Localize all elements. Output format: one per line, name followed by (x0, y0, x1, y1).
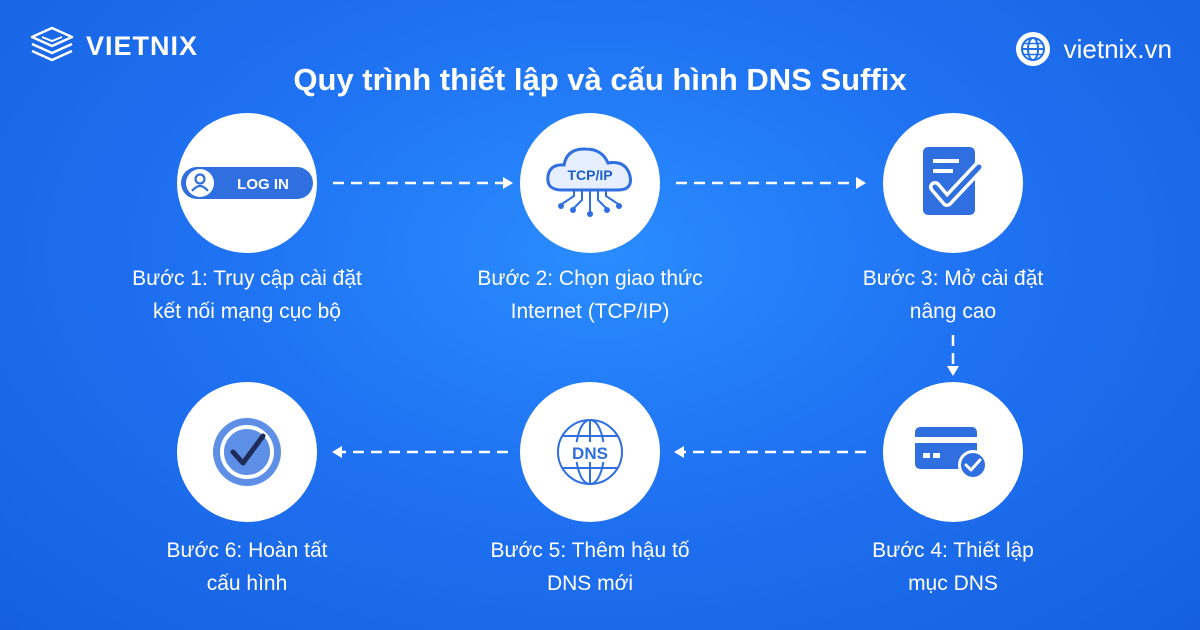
step-2-circle: TCP/IP (520, 113, 660, 253)
step-4-circle (883, 382, 1023, 522)
step-5-subtitle: DNS mới (546, 572, 634, 595)
arrowhead-2 (856, 177, 866, 189)
step-6-label: Bước 6: Hoàn tất cấu hình (87, 534, 407, 600)
arrowhead-4 (674, 446, 684, 458)
step-4-subtitle: mục DNS (908, 572, 998, 595)
check-circle-icon (213, 418, 281, 486)
step-6-subtitle: cấu hình (206, 572, 288, 595)
step-6-circle (177, 382, 317, 522)
step-1-subtitle: kết nối mạng cục bộ (153, 300, 341, 323)
step-5-circle: DNS (520, 382, 660, 522)
step-3-title: Bước 3: Mở cài đặt (862, 267, 1044, 290)
arrowhead-5 (332, 446, 342, 458)
arrowhead-1 (503, 177, 513, 189)
tcp-ip-text: TCP/IP (567, 167, 612, 183)
step-5-title: Bước 5: Thêm hậu tố (490, 539, 690, 562)
step-1-title: Bước 1: Truy cập cài đặt (132, 267, 362, 290)
tcp-ip-cloud-icon: TCP/IP (546, 147, 632, 217)
dns-text: DNS (572, 444, 608, 463)
step-2-label: Bước 2: Chọn giao thức Internet (TCP/IP) (430, 262, 750, 328)
arrowhead-3 (947, 366, 959, 376)
step-2-subtitle: Internet (TCP/IP) (510, 300, 670, 323)
step-3-circle (883, 113, 1023, 253)
brand-logo: VIETNIX (28, 26, 198, 66)
site-url: vietnix.vn (1063, 33, 1172, 64)
step-1-label: Bước 1: Truy cập cài đặt kết nối mạng cụ… (87, 262, 407, 328)
step-5-label: Bước 5: Thêm hậu tố DNS mới (430, 534, 750, 600)
site-link[interactable]: vietnix.vn (1015, 32, 1172, 66)
checklist-icon (923, 147, 985, 215)
step-2-title: Bước 2: Chọn giao thức (477, 267, 703, 290)
brand-name: VIETNIX (86, 30, 199, 61)
dns-globe-icon: DNS (557, 419, 623, 485)
login-icon: LOG IN (181, 167, 313, 199)
page-title: Quy trình thiết lập và cấu hình DNS Suff… (293, 62, 907, 97)
login-icon-text: LOG IN (237, 176, 289, 193)
step-4-title: Bước 4: Thiết lập (872, 539, 1034, 562)
card-check-icon (915, 427, 988, 480)
step-6-title: Bước 6: Hoàn tất (166, 539, 328, 562)
vietnix-logo-icon (30, 26, 74, 62)
step-1-circle: LOG IN (177, 113, 317, 253)
step-4-label: Bước 4: Thiết lập mục DNS (793, 534, 1113, 600)
step-3-subtitle: nâng cao (909, 300, 997, 323)
globe-icon (1015, 32, 1050, 66)
step-3-label: Bước 3: Mở cài đặt nâng cao (793, 262, 1113, 328)
